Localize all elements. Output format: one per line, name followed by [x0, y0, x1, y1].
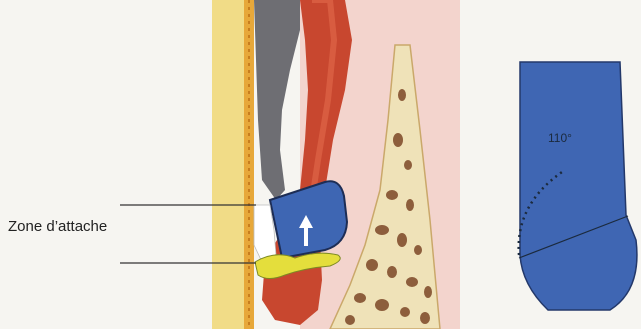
zone-attachment-label: Zone d’attache: [8, 218, 107, 235]
instrument-profile: [520, 62, 637, 310]
tooth-surface: [212, 0, 246, 329]
angle-label: 110°: [548, 131, 572, 145]
